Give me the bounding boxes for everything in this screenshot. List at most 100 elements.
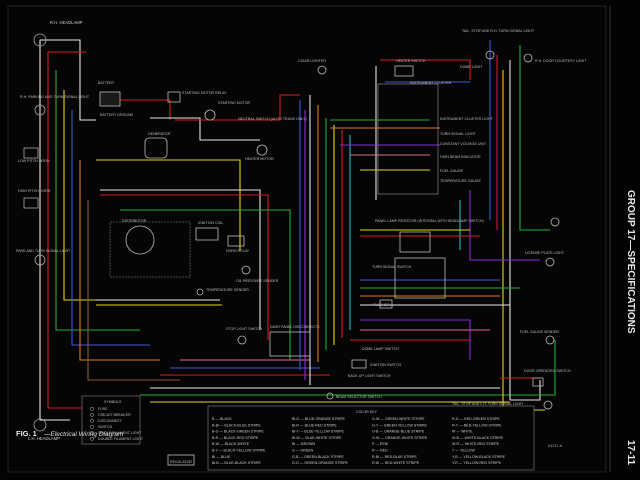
color-key-entry: W-B — WHITE-BLACK STRIPE <box>452 436 504 440</box>
battery-icon <box>99 91 121 107</box>
engine-area-box <box>109 221 191 278</box>
flasher-label: FLASHER <box>373 303 390 307</box>
color-key-entry: Bl-R — BLUE-RED STRIPE <box>292 423 337 427</box>
fuel-gauge-sender-label: FUEL GAUGE SENDER <box>520 330 559 334</box>
symbol-label: SWITCH <box>98 425 113 429</box>
color-key-entry: B-G — BLACK-GREEN STRIPE <box>212 430 264 434</box>
ignition-coil-icon <box>195 227 219 241</box>
color-key-entry: O-B — ORANGE-BLUE STRIPE <box>372 430 425 434</box>
symbols-title: SYMBOLS <box>104 400 122 404</box>
stop-light-switch-icon <box>237 335 247 345</box>
high-pitch-horn-icon <box>23 197 39 209</box>
heater-motor-icon <box>256 144 268 156</box>
temperature-sender-label: TEMPERATURE SENDER <box>206 288 249 292</box>
distributor-label: DISTRIBUTOR <box>122 219 147 223</box>
starting-motor-relay-label: STARTING MOTOR RELAY <box>182 91 227 95</box>
turn-signal-light-label: TURN SIGNAL LIGHT <box>440 132 476 136</box>
figure-title: —Electrical Wiring Diagram <box>43 431 124 438</box>
turn-signal-switch-box <box>394 257 446 299</box>
color-key-entry: B-W — BLACK-WHITE <box>212 442 250 446</box>
rh-park-turn-icon <box>34 104 46 116</box>
license-plate-light-icon <box>545 257 555 267</box>
regulator-icon <box>167 454 195 466</box>
page-number: 17-11 <box>625 440 636 465</box>
color-key-entry: G-Y — GREEN-YELLOW STRIPE <box>372 423 427 427</box>
instrument-cluster-box <box>377 83 439 195</box>
starting-motor-icon <box>204 109 216 121</box>
dash-panel-disconnects-box <box>269 331 311 357</box>
color-key-entry: B-Bl — BLACK-BLUE STRIPE <box>212 423 261 427</box>
horn-relay-icon <box>227 235 245 247</box>
license-plate-light-label: LICENSE PLATE LIGHT <box>525 251 565 255</box>
symbol-icon <box>90 418 94 423</box>
color-key-box <box>207 405 535 471</box>
symbol-label: CIRCUIT BREAKER <box>98 413 131 417</box>
symbol-label: DOUBLE FILAMENT LIGHT <box>98 437 144 441</box>
tail-stop-turn-icon <box>485 50 495 60</box>
color-key-entry: P — PINK <box>372 442 389 446</box>
horn-relay-label: HORN RELAY <box>226 249 250 253</box>
ignition-coil-label: IGNITION COIL <box>198 221 223 225</box>
lh-park-turn-label: PARK AND TURN SIGNAL LIGHT <box>16 249 71 253</box>
instrument-cluster-label: INSTRUMENT CLUSTER <box>410 81 452 85</box>
color-key-entry: Bl-O — BLUE-ORANGE STRIPE <box>292 417 346 421</box>
lh-headlamp-icon <box>33 418 47 432</box>
ignition-switch-icon <box>351 359 367 369</box>
heater-switch-icon <box>394 65 414 77</box>
flasher-icon <box>379 299 393 309</box>
reference-code: K1217-A <box>548 444 563 448</box>
dash-panel-disconnects-label: DASH PANEL DISCONNECTS <box>270 325 320 329</box>
regulator-label: REGULATOR <box>170 460 192 464</box>
rh-park-turn-label: R.H. PARKING AND TURN SIGNAL LIGHT <box>20 95 90 99</box>
beam-selector-switch-label: BEAM SELECTOR SWITCH <box>336 395 382 399</box>
color-key-entry: W — WHITE <box>452 430 473 434</box>
symbol-label: SINGLE FILAMENT LIGHT <box>98 431 142 435</box>
door-operated-switch-icon <box>532 377 544 387</box>
beam-selector-switch-icon <box>326 392 334 400</box>
high-pitch-horn-label: HIGH PITCH HORN <box>18 189 51 193</box>
figure-number: FIG. 1 <box>16 429 37 438</box>
color-key-entry: Bl-B — BLUE-BLACK STRIPE <box>212 461 261 465</box>
panel-lamp-resistor-label: PANEL LAMP RESISTOR (INTEGRAL WITH HEADL… <box>375 219 484 223</box>
lh-headlamp-label: L.H. HEADLAMP <box>28 436 60 441</box>
color-key-entry: Bl-Y — BLUE-YELLOW STRIPE <box>292 430 344 434</box>
door-operated-switch-label: DOOR OPERATED SWITCH <box>524 369 571 373</box>
neutral-switch-label: NEUTRAL SWITCH (AUTO TRANS ONLY) <box>238 117 307 121</box>
heater-motor-label: HEATER MOTOR <box>245 157 274 161</box>
color-key-entry: R-Y — RED-YELLOW STRIPE <box>452 423 502 427</box>
group-label: GROUP 17—SPECIFICATIONS <box>625 190 636 334</box>
temperature-sender-icon <box>196 288 204 296</box>
battery-label: BATTERY <box>98 81 115 85</box>
color-key-entry: R-W — RED-WHITE STRIPE <box>372 461 420 465</box>
temp-gauge-label: TEMPERATURE GAUGE <box>440 179 481 183</box>
color-key-entry: G-B — GREEN-BLACK STRIPE <box>292 455 344 459</box>
color-key-entry: R — RED <box>372 449 388 453</box>
diagram-border <box>7 5 607 473</box>
color-key-entry: G — GREEN <box>292 449 314 453</box>
color-key-entry: G-W — GREEN-WHITE STRIPE <box>372 417 425 421</box>
tail-stop-lh-icon <box>543 400 553 410</box>
lh-park-turn-icon <box>34 254 46 266</box>
color-key-entry: R-G — RED-GREEN STRIPE <box>452 417 500 421</box>
color-key-entry: Br — BROWN <box>292 442 315 446</box>
symbol-label: DISCONNECT <box>98 419 123 423</box>
symbol-icon <box>90 406 94 411</box>
color-key-entry: Y-B — YELLOW-BLACK STRIPE <box>452 455 506 459</box>
tail-stop-turn-label: TAIL, STOP AND R.H. TURN SIGNAL LIGHT <box>462 29 535 33</box>
color-key-entry: Bl-W — BLUE-WHITE STRIPE <box>292 436 342 440</box>
high-beam-indicator-label: HIGH BEAM INDICATOR <box>440 155 481 159</box>
constant-voltage-unit-label: CONSTANT VOLTAGE UNIT <box>440 142 487 146</box>
color-key-entry: Y — YELLOW <box>452 449 475 453</box>
symbol-icon <box>90 424 94 429</box>
oil-pressure-sender-icon <box>241 265 251 275</box>
starting-motor-label: STARTING MOTOR <box>218 101 251 105</box>
color-key-entry: B-R — BLACK-RED STRIPE <box>212 436 259 440</box>
oil-pressure-sender-label: OIL PRESSURE SENDER <box>236 279 279 283</box>
symbol-icon <box>90 430 94 435</box>
distributor-icon <box>125 225 155 255</box>
color-key-entry: W-R — WHITE-RED STRIPE <box>452 442 500 446</box>
rh-headlamp-label: R.H. HEADLAMP <box>50 20 83 25</box>
